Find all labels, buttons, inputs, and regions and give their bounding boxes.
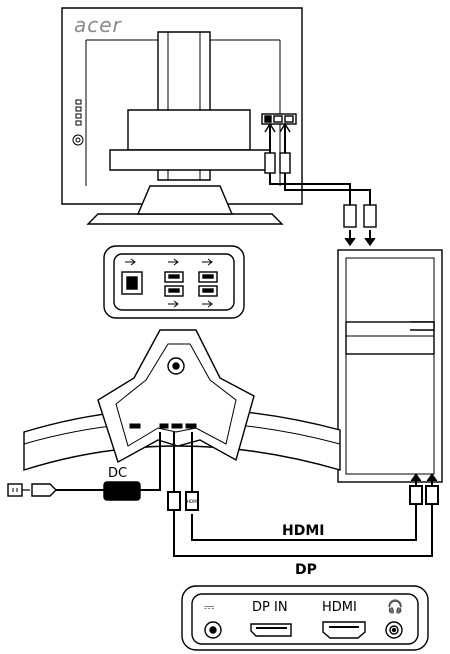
dc-in-symbol: ⎓ (204, 600, 214, 615)
dp-cable-label: DP (295, 562, 317, 578)
hdmi-port-label: HDMI (322, 600, 357, 615)
headphone-icon: 🎧 (387, 599, 403, 615)
monitor-rear-view: acer (61, 7, 377, 247)
side-buttons (72, 99, 84, 146)
dp-port (250, 623, 292, 637)
usb-a-ports (164, 271, 218, 297)
rear-cables (264, 122, 377, 247)
input-port-panel: ⎓ DP IN HDMI 🎧 (181, 585, 429, 651)
usb-hub-panel (103, 245, 245, 319)
monitor-stand-base (23, 329, 341, 471)
hdmi-cable-label: HDMI (282, 523, 324, 539)
monitor-cables: HDMI (140, 432, 439, 557)
dp-in-label: DP IN (252, 600, 288, 615)
dc-cable-label: DC (108, 466, 127, 481)
usb-icon (125, 258, 213, 308)
rear-port-block (261, 113, 297, 125)
hdmi-plug-label: HDMI (187, 499, 198, 504)
pc-tower (337, 249, 443, 483)
bottom-ports (129, 423, 197, 429)
hdmi-port (322, 621, 366, 639)
acer-logo: acer (74, 13, 123, 37)
power-adapter: DC (7, 466, 141, 501)
